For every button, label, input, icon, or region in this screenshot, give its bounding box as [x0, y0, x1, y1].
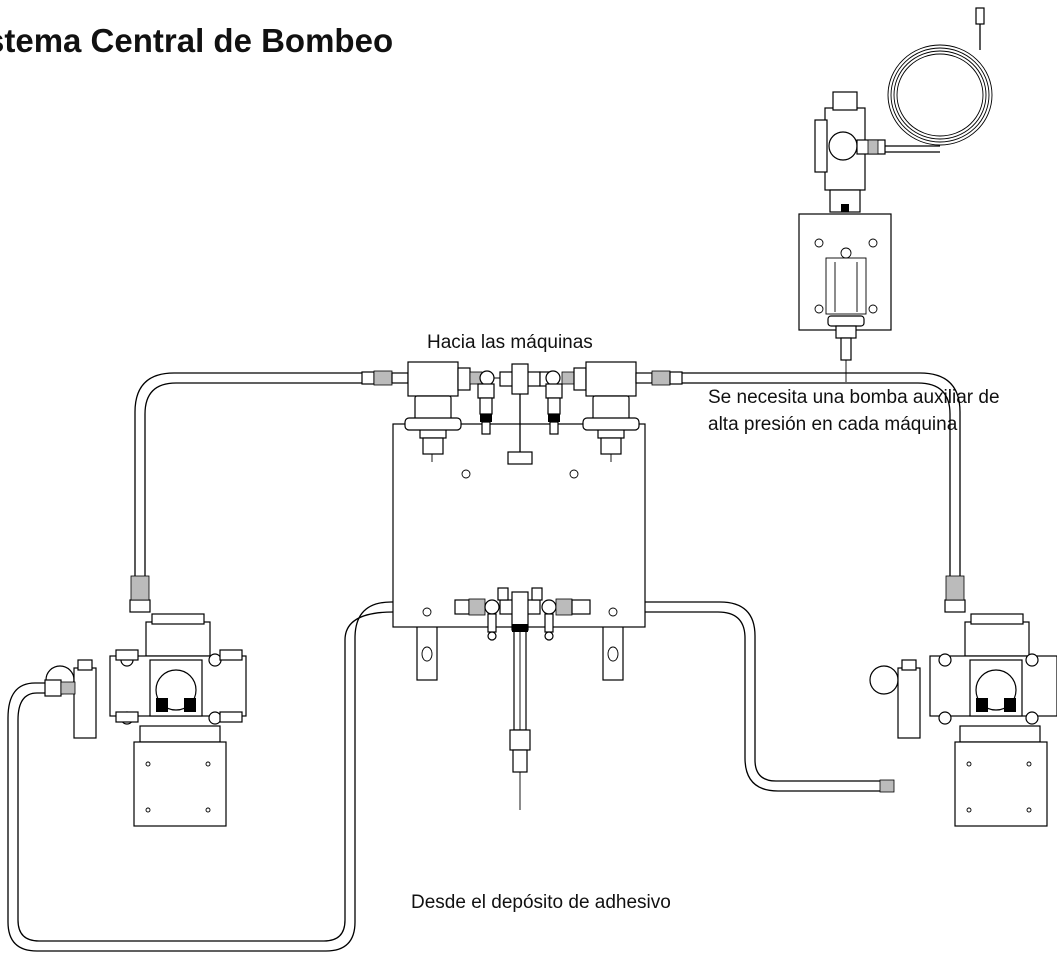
- pump-right: [869, 575, 1057, 827]
- from-tank-label: Desde el depósito de adhesivo: [411, 892, 671, 913]
- to-machines-label: Hacia las máquinas: [427, 332, 593, 353]
- hose-right-top: [680, 372, 961, 600]
- aux-pump-note-line2: alta presión en cada máquina: [708, 414, 958, 435]
- aux-pump-note: Se necesita una bomba auxiliar de alta p…: [708, 384, 1000, 438]
- lower-header: [454, 587, 591, 641]
- page-title: stema Central de Bombeo: [0, 22, 394, 59]
- pump-left: [44, 575, 247, 827]
- hose-left-top: [134, 372, 362, 600]
- hose-left-loop: [7, 601, 455, 952]
- hose-right-loop: [590, 601, 880, 792]
- aux-pump: [798, 7, 993, 382]
- aux-pump-note-line1: Se necesita una bomba auxiliar de: [708, 387, 1000, 408]
- supply-pipe: [509, 629, 531, 810]
- upper-header: [361, 361, 683, 462]
